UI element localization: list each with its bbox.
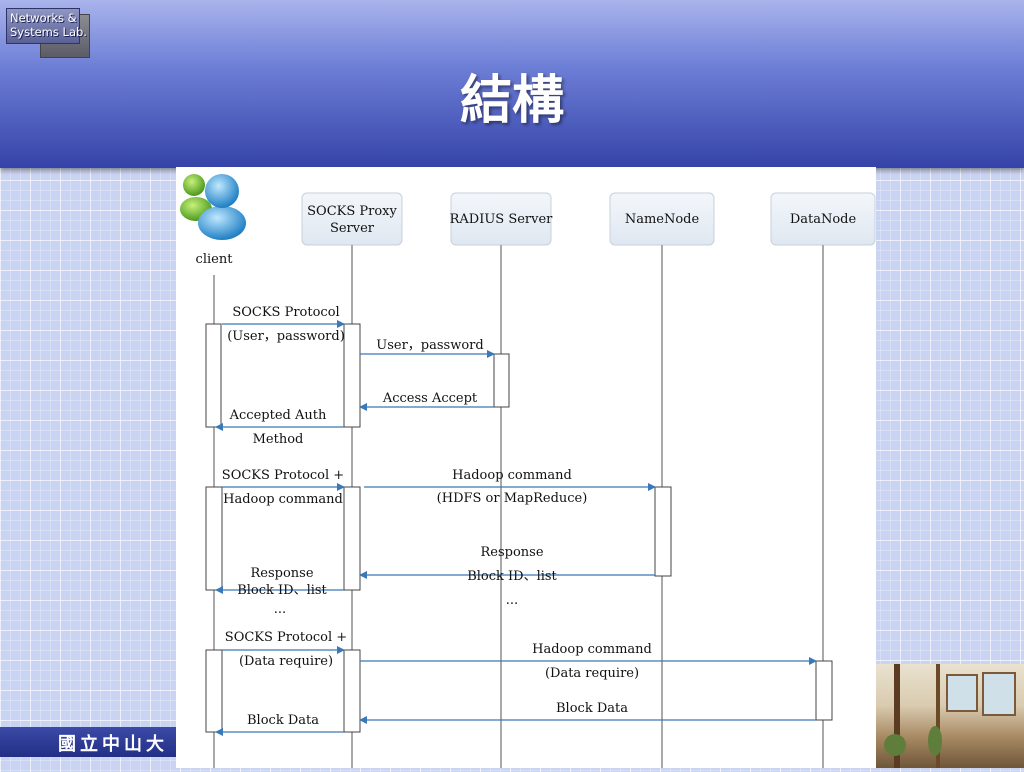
activation-socks-1 (343, 323, 361, 428)
participant-datanode-box: DataNode (770, 192, 876, 246)
logo-text-line1: Networks & (10, 11, 77, 25)
participant-socks-label-line2: Server (330, 221, 375, 236)
lab-logo: Networks & Systems Lab. (6, 8, 90, 58)
msg-m4-line2: Method (253, 432, 304, 447)
participant-radius-label: RADIUS Server (450, 212, 554, 227)
msg-m4-line1: Accepted Auth (229, 408, 327, 423)
participant-namenode-label: NameNode (625, 212, 700, 227)
activation-client-2 (205, 486, 223, 591)
participant-radius-box: RADIUS Server (450, 192, 554, 246)
message-arrows (215, 320, 817, 736)
activation-radius-1 (493, 353, 510, 408)
logo-text-line2: Systems Lab. (10, 25, 87, 39)
campus-photo (876, 664, 1024, 768)
msg-m1-line1: SOCKS Protocol (232, 305, 339, 320)
sequence-diagram: client SOCKS Proxy Server RADIUS Server … (176, 167, 876, 768)
msg-m1-line2: (User，password) (227, 329, 345, 344)
msg-m5-line2: Hadoop command (223, 492, 343, 507)
activation-client-3 (205, 649, 223, 733)
msg-m8-line2: Block ID、list (237, 583, 327, 598)
participant-client-label: client (196, 252, 234, 267)
client-icon (180, 174, 246, 240)
msg-m7-line2: Block ID、list (467, 569, 557, 584)
msg-m7-line1: Response (480, 545, 543, 560)
msg-m12: Block Data (247, 713, 319, 728)
participant-namenode-box: NameNode (609, 192, 715, 246)
msg-m10-line1: Hadoop command (532, 642, 652, 657)
msg-m9-line1: SOCKS Protocol + (225, 630, 347, 645)
msg-m8-line1: Response (250, 566, 313, 581)
msg-m10-line2: (Data require) (545, 666, 639, 681)
msg-m2: User，password (376, 338, 483, 353)
sequence-diagram-svg: client SOCKS Proxy Server RADIUS Server … (180, 174, 876, 768)
slide-header: Networks & Systems Lab. 結構 (0, 0, 1024, 168)
activation-client-1 (205, 323, 222, 428)
ellipsis-left: ... (274, 602, 286, 617)
participant-socks-box: SOCKS Proxy Server (301, 192, 403, 246)
activation-boxes (205, 323, 833, 733)
activation-namenode-1 (654, 486, 672, 577)
msg-m9-line2: (Data require) (239, 654, 333, 669)
msg-m11: Block Data (556, 701, 628, 716)
msg-m3: Access Accept (382, 391, 478, 406)
msg-m6-line2: (HDFS or MapReduce) (437, 491, 588, 506)
ellipsis-mid: ... (506, 593, 518, 608)
msg-m5-line1: SOCKS Protocol + (222, 468, 344, 483)
participant-socks-label-line1: SOCKS Proxy (307, 204, 397, 219)
activation-socks-2 (343, 486, 361, 591)
university-name: 國立中山大 (58, 734, 168, 755)
slide-title: 結構 (459, 71, 564, 131)
activation-socks-3 (343, 649, 361, 733)
footer-band (0, 727, 190, 757)
msg-m6-line1: Hadoop command (452, 468, 572, 483)
participant-datanode-label: DataNode (790, 212, 857, 227)
activation-datanode-1 (815, 660, 833, 721)
